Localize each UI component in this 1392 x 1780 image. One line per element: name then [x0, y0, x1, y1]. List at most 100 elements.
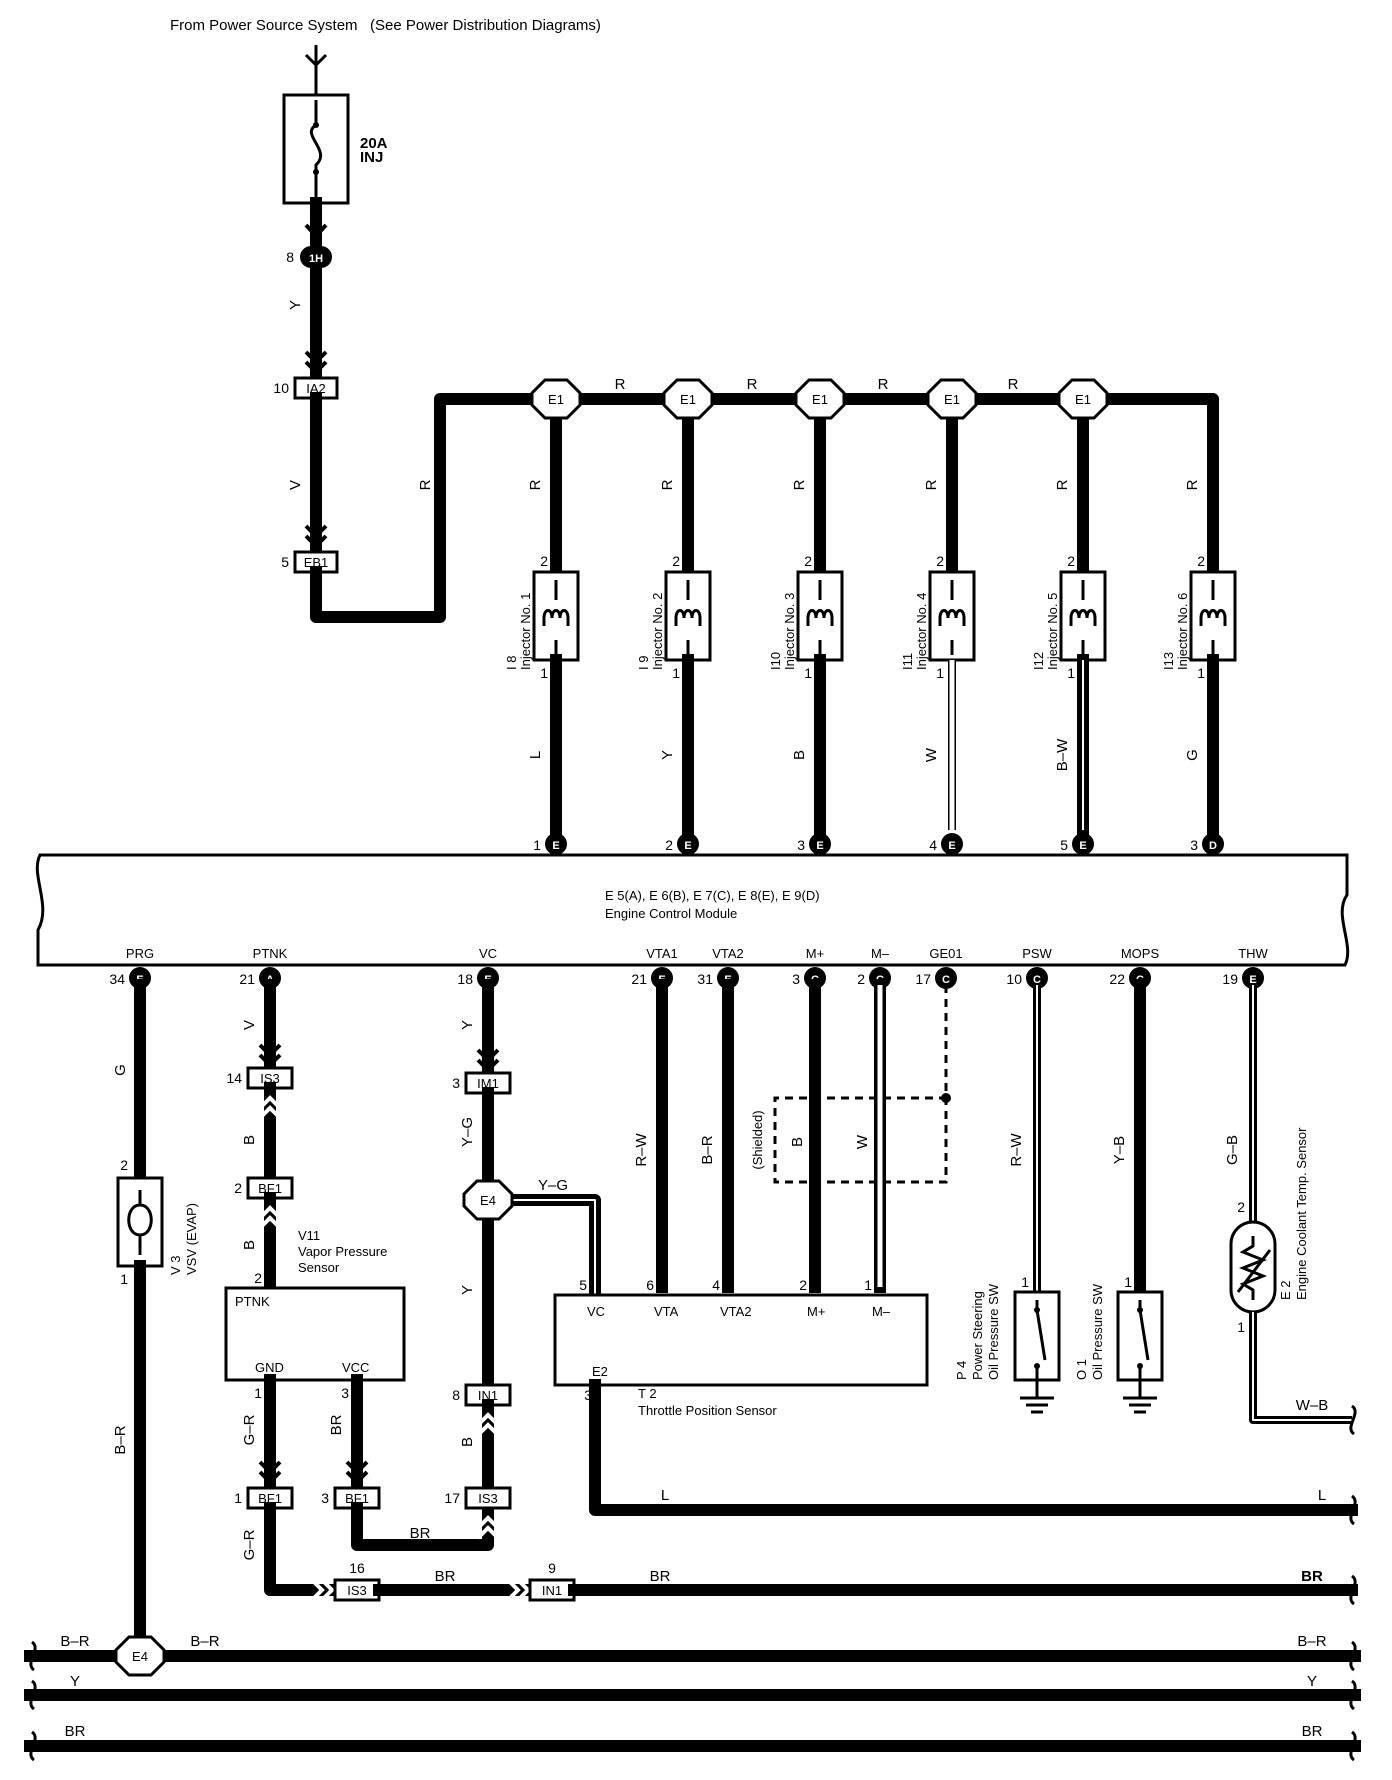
- svg-text:G: G: [112, 1064, 129, 1076]
- svg-text:VC: VC: [479, 946, 497, 961]
- svg-text:1: 1: [1237, 1319, 1245, 1335]
- svg-text:E: E: [1249, 974, 1256, 986]
- svg-text:C: C: [942, 974, 950, 986]
- svg-text:5: 5: [579, 1277, 587, 1293]
- svg-text:BR: BR: [65, 1723, 86, 1740]
- svg-text:B–R: B–R: [190, 1633, 219, 1650]
- thw-code: E 2: [1278, 1280, 1293, 1300]
- svg-text:17: 17: [915, 971, 931, 987]
- break-mark-icon: [29, 1730, 37, 1762]
- svg-text:L: L: [661, 1487, 669, 1504]
- junction-e1: E1: [926, 378, 978, 420]
- svg-text:3: 3: [797, 837, 805, 853]
- svg-text:E: E: [552, 840, 559, 852]
- junction-e1: E1: [530, 378, 582, 420]
- wire-color: W: [923, 747, 940, 762]
- vsv-name: VSV (EVAP): [184, 1203, 199, 1275]
- svg-text:Y: Y: [1307, 1673, 1317, 1690]
- svg-text:BR: BR: [1302, 1723, 1323, 1740]
- svg-text:B: B: [459, 1437, 476, 1447]
- svg-text:L: L: [1318, 1487, 1326, 1504]
- svg-text:34: 34: [109, 971, 125, 987]
- injector-name: Injector No. 4: [914, 593, 929, 670]
- svg-text:E1: E1: [548, 392, 564, 407]
- svg-text:THW: THW: [1238, 946, 1268, 961]
- svg-text:18: 18: [457, 971, 473, 987]
- break-mark-icon: [1349, 1494, 1357, 1526]
- svg-text:1: 1: [1124, 1274, 1132, 1290]
- svg-text:2: 2: [120, 1157, 128, 1173]
- svg-text:BR: BR: [328, 1414, 345, 1435]
- injector-code: I11: [900, 653, 915, 670]
- svg-text:R–W: R–W: [1008, 1132, 1025, 1166]
- svg-text:4: 4: [929, 837, 937, 853]
- svg-text:PSW: PSW: [1022, 946, 1052, 961]
- svg-text:PTNK: PTNK: [253, 946, 288, 961]
- junction-e1: E1: [662, 378, 714, 420]
- throttle-position-sensor: [553, 1293, 929, 1387]
- injector-code: I13: [1161, 652, 1176, 670]
- svg-text:R: R: [878, 376, 889, 393]
- injector-code: I 9: [636, 656, 651, 670]
- injector-name: Injector No. 2: [650, 593, 665, 670]
- injector-name: Injector No. 5: [1045, 593, 1060, 670]
- svg-text:BR: BR: [410, 1525, 431, 1542]
- coil-icon: [1199, 580, 1227, 655]
- svg-text:B–R: B–R: [699, 1135, 716, 1164]
- vapor-code: V11: [298, 1228, 320, 1243]
- svg-text:3: 3: [341, 1385, 349, 1401]
- svg-text:3: 3: [792, 971, 800, 987]
- coil-icon: [938, 580, 966, 655]
- injector-code: I 8: [504, 656, 519, 670]
- svg-text:2: 2: [672, 553, 680, 569]
- break-mark-icon: [1349, 1730, 1357, 1762]
- svg-text:14: 14: [226, 1070, 242, 1086]
- svg-text:D: D: [1209, 840, 1217, 852]
- wire-color-v: V: [287, 480, 304, 490]
- thw-name: Engine Coolant Temp. Sensor: [1294, 1127, 1309, 1300]
- tps-terminal: M–: [872, 1304, 891, 1319]
- wire-color: G: [1184, 749, 1201, 761]
- mops-name: Oil Pressure SW: [1090, 1283, 1105, 1380]
- svg-text:Y: Y: [70, 1673, 80, 1690]
- svg-text:G–R: G–R: [241, 1529, 258, 1560]
- svg-text:IS3: IS3: [478, 1491, 498, 1506]
- svg-text:BR: BR: [650, 1568, 671, 1585]
- svg-text:Y: Y: [459, 1285, 476, 1295]
- ecm-connectors: E 5(A), E 6(B), E 7(C), E 8(E), E 9(D): [605, 888, 820, 903]
- injector-code: I10: [768, 652, 783, 670]
- break-mark-icon: [29, 1679, 37, 1711]
- injector-code: I12: [1031, 652, 1046, 670]
- svg-text:Y–B: Y–B: [1111, 1136, 1128, 1164]
- vapor-pressure-sensor: [224, 1286, 406, 1382]
- svg-text:1: 1: [1021, 1274, 1029, 1290]
- svg-text:16: 16: [349, 1560, 365, 1576]
- svg-text:10: 10: [1006, 971, 1022, 987]
- svg-text:2: 2: [234, 1180, 242, 1196]
- svg-text:1: 1: [234, 1490, 242, 1506]
- svg-text:E4: E4: [132, 1649, 148, 1664]
- shield-outline: [773, 985, 948, 1184]
- svg-text:1: 1: [540, 665, 548, 681]
- svg-text:BR: BR: [1301, 1568, 1323, 1585]
- svg-text:2: 2: [540, 553, 548, 569]
- break-mark-icon: [1349, 1679, 1357, 1711]
- injector-name: Injector No. 3: [782, 593, 797, 670]
- svg-text:8: 8: [286, 249, 294, 265]
- svg-text:2: 2: [799, 1277, 807, 1293]
- junction-e1: E1: [794, 378, 846, 420]
- svg-text:E: E: [816, 840, 823, 852]
- svg-text:3: 3: [1190, 837, 1198, 853]
- input-arrow-icon: [304, 53, 328, 68]
- injector-name: Injector No. 6: [1175, 593, 1190, 670]
- svg-text:E1: E1: [812, 392, 828, 407]
- connector-is3-17: [464, 1486, 512, 1510]
- svg-text:1: 1: [533, 837, 541, 853]
- svg-text:W: W: [854, 1134, 871, 1149]
- svg-text:2: 2: [1067, 553, 1075, 569]
- svg-text:1: 1: [120, 1271, 128, 1287]
